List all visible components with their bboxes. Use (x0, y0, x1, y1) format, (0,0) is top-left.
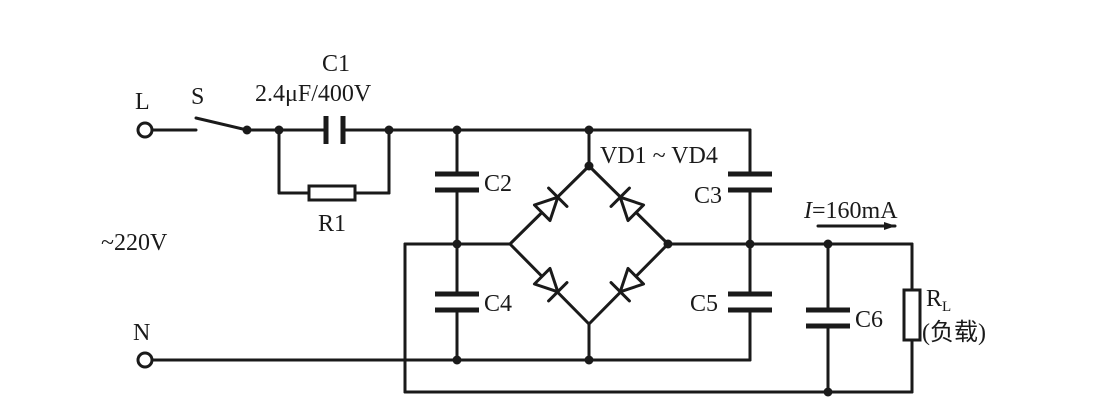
neutral-label: N (133, 320, 150, 346)
c1-value-label: 2.4μF/400V (255, 81, 372, 107)
c4-label: C4 (484, 291, 512, 317)
capacitor-c1 (323, 116, 346, 144)
rl-label: RL (926, 286, 951, 315)
diodes-label: VD1 ~ VD4 (600, 143, 718, 169)
capacitor-c2 (435, 171, 479, 193)
diode-vd4 (609, 266, 646, 303)
current-label: I=160mA (803, 198, 898, 224)
switch-blade (194, 116, 249, 132)
junctions (242, 125, 833, 397)
c3-label: C3 (694, 183, 722, 209)
diode-vd2 (609, 186, 646, 223)
neutral-terminal (136, 351, 154, 369)
voltage-label: ~220V (101, 230, 168, 256)
c5-label: C5 (690, 291, 718, 317)
capacitor-c4 (435, 291, 479, 313)
line-terminal (136, 121, 154, 139)
capacitor-c5 (728, 291, 772, 313)
capacitor-c3 (728, 171, 772, 193)
diode-vd3 (532, 266, 569, 303)
c1-label: C1 (322, 51, 350, 77)
r1-label: R1 (318, 211, 346, 237)
resistor-rl (902, 288, 922, 342)
c6-label: C6 (855, 307, 883, 333)
load-label: (负载) (922, 319, 986, 346)
wires (148, 116, 914, 394)
capacitor-c6 (806, 307, 850, 329)
c2-label: C2 (484, 171, 512, 197)
resistor-r1 (307, 184, 357, 202)
switch-label: S (191, 84, 204, 110)
line-label: L (135, 89, 150, 115)
diode-vd1 (532, 186, 569, 223)
